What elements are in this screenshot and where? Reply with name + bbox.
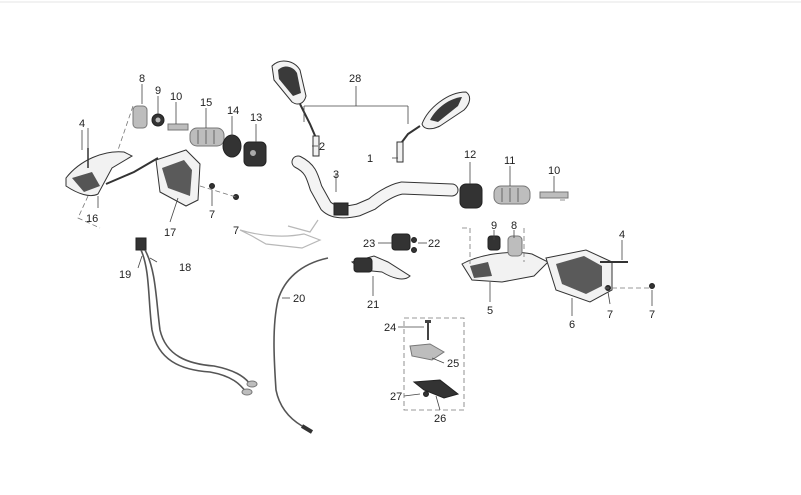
callout-13: 13 xyxy=(250,112,262,124)
callout-20: 20 xyxy=(293,293,305,305)
callout-19: 19 xyxy=(119,269,131,281)
callout-14: 14 xyxy=(227,105,239,117)
guard-dash-left xyxy=(77,195,101,229)
callout-11: 11 xyxy=(504,155,515,167)
bar-end-weight-right xyxy=(507,235,523,257)
leader-lines xyxy=(81,84,653,411)
right-grip xyxy=(493,185,531,205)
callout-16: 16 xyxy=(86,213,98,225)
right-hand-guard xyxy=(461,235,655,303)
callout-8-left: 8 xyxy=(139,73,145,85)
detail-lever xyxy=(412,379,460,399)
left-mirror xyxy=(271,60,320,157)
detail-bracket xyxy=(409,343,445,361)
callout-1: 1 xyxy=(367,153,373,165)
bar-end-weight-left xyxy=(132,105,148,129)
left-grip xyxy=(189,127,225,147)
callout-9-left: 9 xyxy=(155,85,161,97)
callout-4-right: 4 xyxy=(619,229,625,241)
right-mirror-stem xyxy=(396,141,404,163)
callout-17: 17 xyxy=(164,227,176,239)
callout-7-left-a: 7 xyxy=(209,209,215,221)
bar-end-bolt-right xyxy=(539,191,569,199)
callout-15: 15 xyxy=(200,97,212,109)
callout-labels: 1 2 3 4 4 5 6 7 7 7 7 8 8 9 9 10 10 11 1… xyxy=(79,73,655,425)
cable-clamp-left xyxy=(135,237,147,251)
throttle-housing xyxy=(459,183,483,209)
callout-7-left-b: 7 xyxy=(233,225,239,237)
callout-9-right: 9 xyxy=(491,220,497,232)
callout-22: 22 xyxy=(428,238,440,250)
callout-4-left: 4 xyxy=(79,118,85,130)
left-cables xyxy=(135,237,258,396)
lever-clamp xyxy=(391,233,411,251)
right-grip-assembly xyxy=(459,183,569,209)
callout-24: 24 xyxy=(384,322,396,334)
detail-inset xyxy=(403,317,465,411)
ghost-lever xyxy=(239,219,322,249)
left-grip-assembly xyxy=(132,105,267,167)
left-hand-guard xyxy=(65,148,239,207)
callout-2: 2 xyxy=(319,141,325,153)
callout-26: 26 xyxy=(434,413,446,425)
bar-end-bolt-left xyxy=(167,123,189,131)
callout-23: 23 xyxy=(363,238,375,250)
handlebar-grip-band xyxy=(333,202,349,216)
callout-7-right-b: 7 xyxy=(649,309,655,321)
callout-25: 25 xyxy=(447,358,459,370)
detail-inset-frame xyxy=(403,317,465,411)
callout-21: 21 xyxy=(367,299,379,311)
callout-10-right: 10 xyxy=(548,165,560,177)
callout-7-right-a: 7 xyxy=(607,309,613,321)
handlebar xyxy=(291,155,459,219)
callout-5: 5 xyxy=(487,305,493,317)
callout-8-right: 8 xyxy=(511,220,517,232)
clutch-assembly xyxy=(273,233,417,434)
callout-10-left: 10 xyxy=(170,91,182,103)
callout-28: 28 xyxy=(349,73,361,85)
callout-6: 6 xyxy=(569,319,575,331)
right-mirror xyxy=(396,91,471,163)
callout-3: 3 xyxy=(333,169,339,181)
callout-12: 12 xyxy=(464,149,476,161)
callout-18: 18 xyxy=(179,262,191,274)
left-switch-housing xyxy=(222,134,242,158)
callout-27: 27 xyxy=(390,391,402,403)
